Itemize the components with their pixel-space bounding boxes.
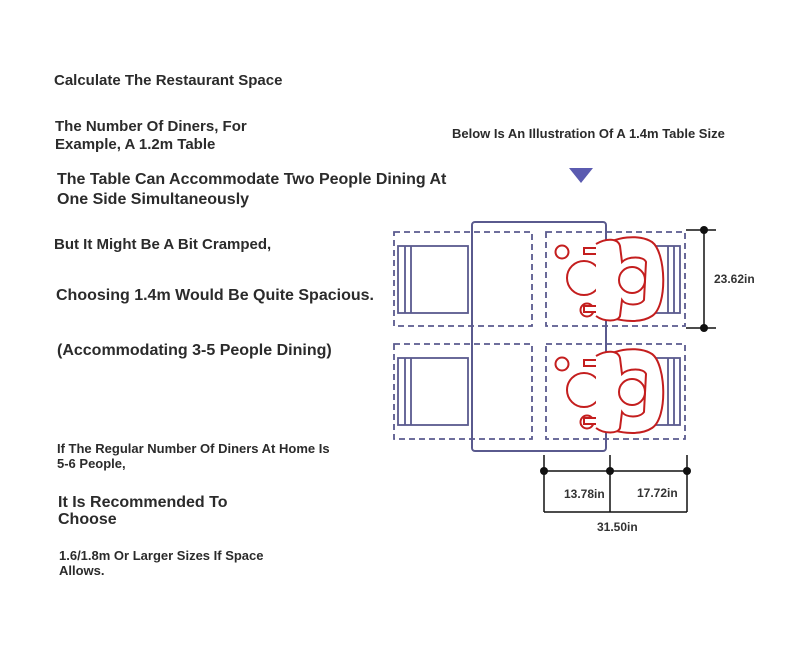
illustration-caption: Below Is An Illustration Of A 1.4m Table… [452, 126, 725, 141]
down-triangle-icon [569, 168, 593, 183]
calc-title: Calculate The Restaurant Space [54, 72, 283, 89]
left-chair-top [393, 231, 533, 327]
height-dimension [686, 226, 716, 332]
two-people-line-2: One Side Simultaneously [57, 191, 250, 208]
recommend-line-1: It Is Recommended To [58, 494, 228, 511]
sizes-line-2: Allows. [59, 563, 105, 578]
sizes-line-1: 1.6/1.8m Or Larger Sizes If Space [59, 548, 264, 563]
width-dimension [540, 455, 691, 513]
height-label: 23.62in [714, 272, 755, 286]
spacious-note: Choosing 1.4m Would Be Quite Spacious. [56, 287, 374, 304]
left-width-label: 13.78in [564, 487, 605, 501]
total-width-label: 31.50in [597, 520, 638, 534]
two-people-line-1: The Table Can Accommodate Two People Din… [57, 171, 447, 188]
cramped-note: But It Might Be A Bit Cramped, [54, 236, 272, 253]
accommodating-note: (Accommodating 3-5 People Dining) [57, 342, 332, 359]
recommend-line-2: Choose [58, 511, 117, 528]
diners-intro-line-1: The Number Of Diners, For [55, 118, 247, 135]
regular-line-2: 5-6 People, [57, 456, 126, 471]
right-width-label: 17.72in [637, 486, 678, 500]
dining-table [471, 221, 607, 452]
left-chair-bottom [393, 343, 533, 440]
regular-line-1: If The Regular Number Of Diners At Home … [57, 441, 330, 456]
diners-intro-line-2: Example, A 1.2m Table [55, 136, 216, 153]
diner-topview-icon [554, 348, 665, 434]
diner-topview-icon [554, 236, 665, 322]
